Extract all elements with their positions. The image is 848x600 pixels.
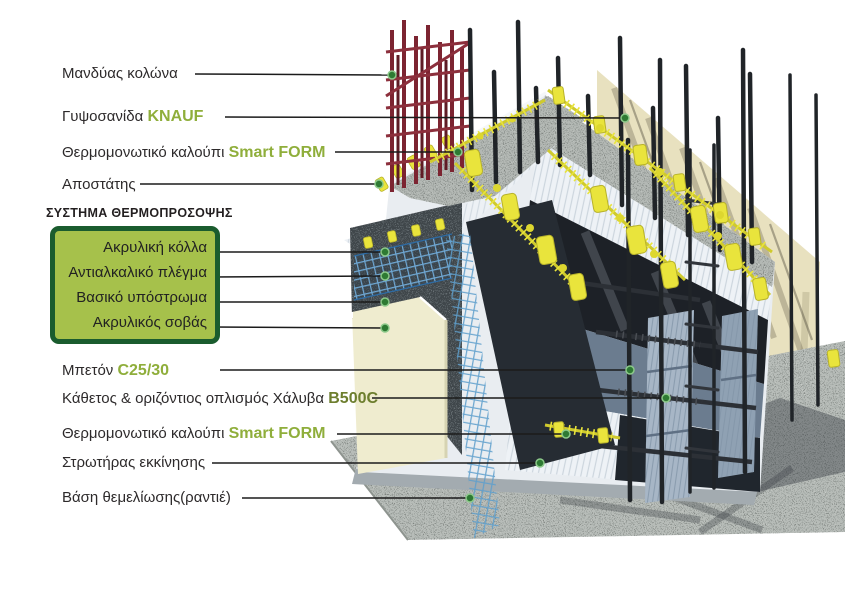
- label-text: Αποστάτης: [62, 176, 136, 193]
- label-text: Στρωτήρας εκκίνησης: [62, 454, 206, 471]
- shadow-wedge: [466, 200, 615, 470]
- leader-dots: [374, 70, 671, 503]
- label-column-mantle: Μανδύας κολώνα: [62, 65, 178, 83]
- label-foundation-base: Βάση θεμελίωσης(ραντιέ): [62, 489, 231, 507]
- system-box-item: Αντιαλκαλικό πλέγμα: [68, 264, 207, 281]
- label-steel-rebar: Κάθετος & οριζόντιος οπλισμός Χάλυβα B50…: [62, 390, 379, 407]
- label-starter-rail: Στρωτήρας εκκίνησης: [62, 454, 205, 472]
- system-box-title: ΣΥΣΤΗΜΑ ΘΕΡΜΟΠΡΟΣΟΨΗΣ: [46, 206, 233, 220]
- label-spacer: Αποστάτης: [62, 176, 136, 194]
- anti-alkaline-mesh: [353, 232, 500, 538]
- label-insulating-form-top: Θερμομονωτικό καλούπι Smart FORM: [62, 144, 326, 161]
- label-gypsum-board: Γυψοσανίδα KNAUF: [62, 108, 204, 125]
- label-text: Μπετόν: [62, 362, 118, 379]
- label-concrete: Μπετόν C25/30: [62, 362, 170, 379]
- label-insulating-form-bottom: Θερμομονωτικό καλούπι Smart FORM: [62, 425, 326, 442]
- label-text: Θερμομονωτικό καλούπι: [62, 144, 229, 161]
- system-box-item: Βασικό υπόστρωμα: [76, 289, 207, 306]
- label-text: Κάθετος & οριζόντιος οπλισμός Χάλυβα: [62, 390, 329, 407]
- system-box-item: Ακρυλική κόλλα: [103, 239, 207, 256]
- system-box-item: Ακρυλικός σοβάς: [92, 314, 207, 331]
- system-box: Ακρυλική κόλλα Αντιαλκαλικό πλέγμα Βασικ…: [50, 226, 220, 344]
- leader-lines: [140, 73, 666, 499]
- acrylic-plaster-layer: [351, 296, 448, 474]
- label-text: Βάση θεμελίωσης(ραντιέ): [62, 489, 231, 506]
- label-text: Μανδύας κολώνα: [62, 65, 178, 82]
- label-text: Θερμομονωτικό καλούπι: [62, 425, 229, 442]
- yellow-spacers: [429, 86, 841, 444]
- label-text: Γυψοσανίδα: [62, 108, 148, 125]
